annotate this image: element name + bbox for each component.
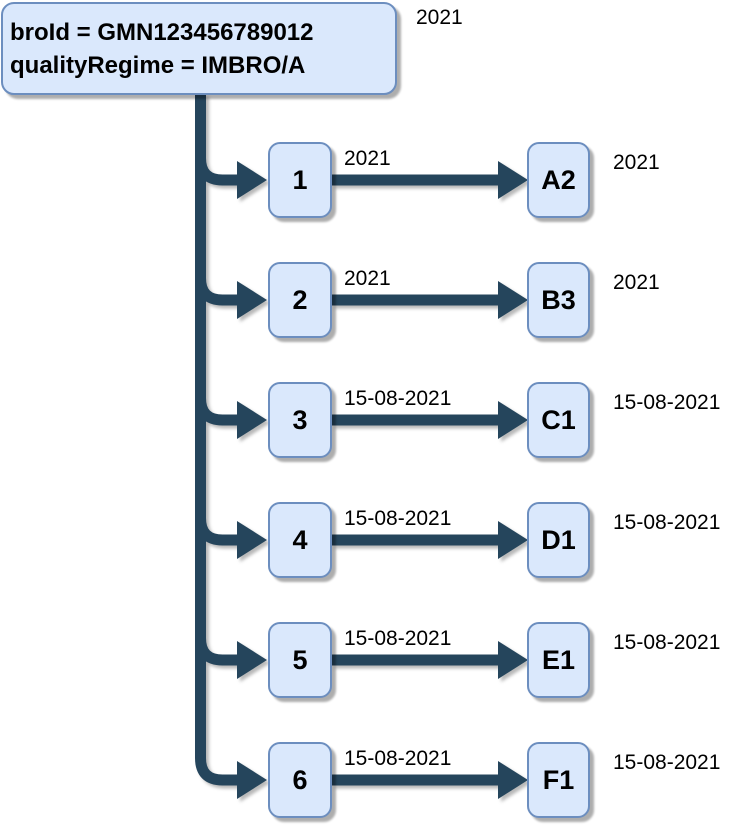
branch-arrowhead bbox=[237, 281, 267, 319]
source-node: 1 bbox=[268, 142, 332, 218]
root-node-line2: qualityRegime = IMBRO/A bbox=[10, 51, 306, 79]
edge-label: 2021 bbox=[344, 147, 391, 170]
branch-arrowhead bbox=[237, 641, 267, 679]
edge-arrowhead bbox=[498, 641, 528, 679]
edge-arrowhead bbox=[498, 401, 528, 439]
target-node: E1 bbox=[527, 622, 590, 698]
branch-arrowhead bbox=[237, 161, 267, 199]
root-node: broId = GMN123456789012 qualityRegime = … bbox=[1, 2, 397, 95]
target-date-label: 2021 bbox=[613, 151, 660, 174]
trunk-connector bbox=[195, 94, 238, 786]
target-node: B3 bbox=[527, 262, 590, 338]
source-node: 5 bbox=[268, 622, 332, 698]
source-node: 6 bbox=[268, 742, 332, 818]
target-node: D1 bbox=[527, 502, 590, 578]
branch-arrowhead bbox=[237, 761, 267, 799]
edge-label: 15-08-2021 bbox=[344, 507, 452, 530]
target-node: C1 bbox=[527, 382, 590, 458]
source-node: 4 bbox=[268, 502, 332, 578]
target-date-label: 15-08-2021 bbox=[613, 511, 721, 534]
branch-arrowhead bbox=[237, 521, 267, 559]
edge-label: 15-08-2021 bbox=[344, 627, 452, 650]
source-node: 3 bbox=[268, 382, 332, 458]
target-date-label: 15-08-2021 bbox=[613, 391, 721, 414]
target-node: A2 bbox=[527, 142, 590, 218]
branch-connector bbox=[195, 252, 238, 306]
edge-arrowhead bbox=[498, 281, 528, 319]
target-date-label: 15-08-2021 bbox=[613, 751, 721, 774]
target-node: F1 bbox=[527, 742, 590, 818]
branch-connector bbox=[195, 612, 238, 666]
branch-connector bbox=[195, 372, 238, 426]
edge-label: 15-08-2021 bbox=[344, 387, 452, 410]
edge-arrowhead bbox=[498, 161, 528, 199]
source-node: 2 bbox=[268, 262, 332, 338]
branch-connector bbox=[195, 492, 238, 546]
edge-arrowhead bbox=[498, 521, 528, 559]
target-date-label: 15-08-2021 bbox=[613, 631, 721, 654]
branch-connector bbox=[195, 132, 238, 186]
root-year-label: 2021 bbox=[416, 6, 463, 29]
edge-arrowhead bbox=[498, 761, 528, 799]
branch-arrowhead bbox=[237, 401, 267, 439]
target-date-label: 2021 bbox=[613, 271, 660, 294]
edge-label: 15-08-2021 bbox=[344, 747, 452, 770]
edge-label: 2021 bbox=[344, 267, 391, 290]
root-node-line1: broId = GMN123456789012 bbox=[10, 18, 314, 46]
